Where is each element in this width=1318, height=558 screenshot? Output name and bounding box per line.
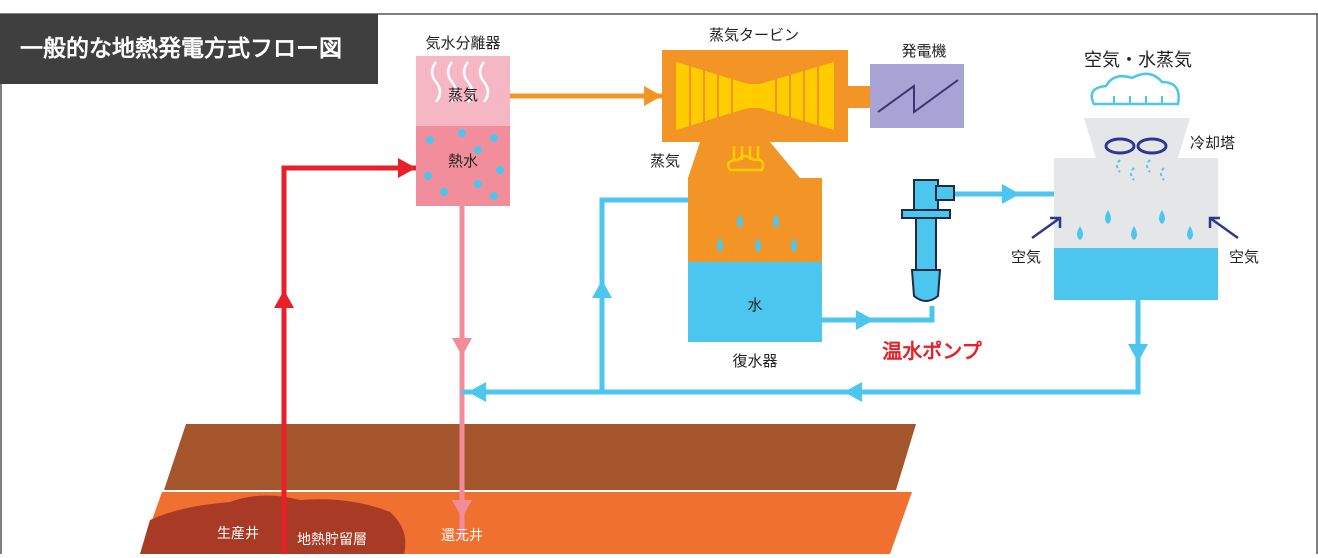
tower-top-label: 空気・水蒸気: [1084, 50, 1192, 71]
condenser-cloud-icon: [727, 154, 765, 172]
condenser-drops-icon: [717, 214, 797, 252]
return-arrow-left-1: [844, 382, 862, 402]
hotwater-in-arrow: [398, 158, 416, 178]
turbine-rotor-icon: [676, 62, 834, 130]
pump-label: 温水ポンプ: [882, 339, 982, 363]
reservoir-label: 地熱貯留層: [297, 532, 367, 548]
steam-arrow: [644, 86, 662, 106]
pump-in-pipe: [822, 306, 935, 323]
return-arrow-down: [1128, 344, 1148, 362]
reinjection-arrow-1: [452, 338, 472, 356]
pump-in-arrow: [856, 310, 874, 330]
tower-in-arrow: [1002, 184, 1020, 204]
return-pipe: [462, 300, 1141, 395]
tower-top-cone: [1084, 118, 1190, 158]
diagram-title: 一般的な地熱発電方式フロー図: [0, 14, 378, 84]
separator-label: 気水分離器: [425, 34, 500, 52]
condenser-steam-label: 蒸気: [650, 152, 680, 170]
reinjection-arrow-2: [452, 500, 472, 518]
generator-box: [870, 64, 964, 128]
generator-label: 発電機: [901, 42, 946, 60]
condenser-label: 復水器: [732, 352, 777, 370]
vapor-lines-icon: [1113, 96, 1163, 104]
spray-up-arrow: [592, 280, 612, 298]
tower-basin: [1054, 248, 1218, 300]
pump-icon: [901, 179, 955, 302]
production-pipe: [281, 165, 416, 554]
production-well-label: 生産井: [217, 526, 259, 542]
separator-hotwater-label: 熱水: [448, 152, 478, 170]
condenser-water-box: [688, 262, 822, 342]
air-left-label: 空気: [1011, 248, 1041, 266]
turbine-label: 蒸気タービン: [709, 26, 799, 44]
fan-icon: [1104, 137, 1168, 155]
reinjection-well-label: 還元井: [441, 528, 483, 544]
turbine-blades-icon: [689, 66, 819, 126]
return-arrow-left-2: [468, 382, 486, 402]
cooling-tower-label: 冷却塔: [1190, 134, 1235, 152]
steam-wave-icon: [430, 61, 490, 103]
ground-upper-layer: [164, 424, 916, 490]
bubbles-icon: [424, 129, 504, 200]
air-in-right-icon: [1208, 216, 1239, 240]
air-right-label: 空気: [1229, 248, 1259, 266]
tower-spray-icon: [1116, 159, 1165, 181]
vapor-cloud-icon: [1090, 72, 1180, 106]
air-in-left-icon: [1031, 216, 1062, 240]
tower-drops-icon: [1077, 210, 1193, 240]
condenser-steam-box: [688, 178, 822, 262]
turbine-shaft: [848, 86, 870, 108]
condenser-water-label: 水: [747, 296, 762, 314]
condenser-neck: [688, 142, 800, 178]
geothermal-reservoir-shape: [140, 495, 406, 554]
separator-steam-label: 蒸気: [448, 86, 478, 104]
lightning-icon: [877, 79, 959, 114]
condenser-steam-lines-icon: [732, 146, 760, 160]
production-up-arrow: [274, 290, 294, 308]
